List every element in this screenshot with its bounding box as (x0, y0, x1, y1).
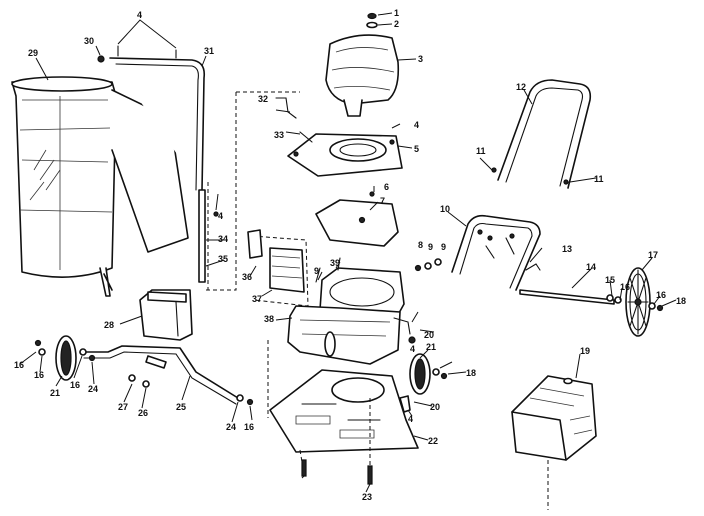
callout-27: 27 (118, 402, 128, 412)
callout-24-bottom: 24 (226, 422, 236, 432)
callout-30: 30 (84, 36, 94, 46)
callout-32: 32 (258, 94, 268, 104)
callout-31: 31 (204, 46, 214, 56)
callout-4-top: 4 (137, 10, 142, 20)
callout-17: 17 (648, 250, 658, 260)
front-axle-assembly (34, 335, 254, 406)
callout-6: 6 (384, 182, 389, 192)
callout-14: 14 (586, 262, 596, 272)
callout-36: 36 (242, 272, 252, 282)
deflector-assembly (247, 229, 341, 307)
callout-15: 15 (605, 275, 615, 285)
right-wheel-assembly (393, 317, 448, 413)
chute (139, 289, 193, 341)
motor (325, 12, 400, 117)
callout-34: 34 (218, 234, 228, 244)
callout-20-lower: 20 (430, 402, 440, 412)
callout-18-rear: 18 (676, 296, 686, 306)
callout-22: 22 (428, 436, 438, 446)
callout-35: 35 (218, 254, 228, 264)
callout-39: 39 (330, 258, 340, 268)
support-rods (198, 182, 219, 290)
impeller-plate (315, 191, 399, 247)
leader-lines (19, 12, 677, 493)
handle (491, 79, 592, 189)
callout-16-bottom: 16 (244, 422, 254, 432)
callout-1: 1 (394, 8, 399, 18)
callout-4-rod: 4 (218, 211, 223, 221)
callout-4-housing: 4 (410, 344, 415, 354)
lower-handle (414, 214, 541, 291)
callout-7: 7 (380, 196, 385, 206)
callout-28: 28 (104, 320, 114, 330)
callout-9-b: 9 (441, 242, 446, 252)
callout-38: 38 (264, 314, 274, 324)
callout-33: 33 (274, 130, 284, 140)
callout-2: 2 (394, 19, 399, 29)
callout-24-left: 24 (88, 384, 98, 394)
callout-25: 25 (176, 402, 186, 412)
callout-26: 26 (138, 408, 148, 418)
callout-4-base: 4 (408, 414, 413, 424)
callout-9-c: 9 (314, 266, 319, 276)
callout-37: 37 (252, 294, 262, 304)
callout-16-rear-a: 16 (620, 282, 630, 292)
blower-housing (287, 267, 405, 365)
callout-16-front-a: 16 (14, 360, 24, 370)
callout-11-right: 11 (594, 174, 604, 184)
bag-adapter (511, 375, 597, 510)
callout-labels: 1 2 3 4 4 4 4 4 5 6 7 8 9 9 9 10 11 11 1… (14, 8, 686, 502)
callout-5: 5 (414, 144, 419, 154)
rear-axle-assembly (519, 263, 664, 337)
callout-16-front-b: 16 (34, 370, 44, 380)
callout-9-a: 9 (428, 242, 433, 252)
callout-21-left: 21 (50, 388, 60, 398)
callout-29: 29 (28, 48, 38, 58)
callout-13: 13 (562, 244, 572, 254)
callout-4-plate: 4 (414, 120, 419, 130)
base-plate (267, 340, 419, 485)
callout-12: 12 (516, 82, 526, 92)
callout-10: 10 (440, 204, 450, 214)
callout-11-left: 11 (476, 146, 486, 156)
callout-19: 19 (580, 346, 590, 356)
callout-8: 8 (418, 240, 423, 250)
callout-18-front: 18 (466, 368, 476, 378)
callout-16-rear-b: 16 (656, 290, 666, 300)
callout-23: 23 (362, 492, 372, 502)
callout-20-upper: 20 (424, 330, 434, 340)
callout-16-front-c: 16 (70, 380, 80, 390)
callout-3: 3 (418, 54, 423, 64)
callout-21-right: 21 (426, 342, 436, 352)
motor-plate (275, 97, 403, 177)
